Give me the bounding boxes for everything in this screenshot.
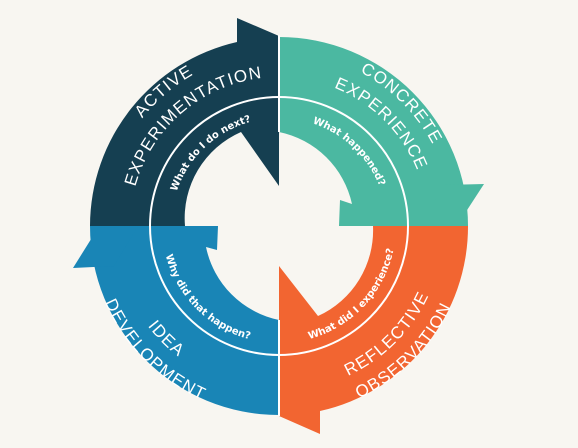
active-experimentation-segment: [90, 18, 279, 226]
idea-development-segment: [73, 226, 279, 415]
active-experimentation-arrow: [90, 18, 279, 226]
concrete-experience-arrow: [279, 37, 468, 226]
reflective-observation-segment: [279, 226, 469, 434]
idea-development-arrow: [90, 226, 279, 415]
reflective-observation-arrow: [279, 226, 469, 434]
concrete-experience-arrowhead: [420, 184, 484, 226]
idea-development-arrowhead: [73, 226, 138, 268]
concrete-experience-segment: [279, 37, 484, 226]
